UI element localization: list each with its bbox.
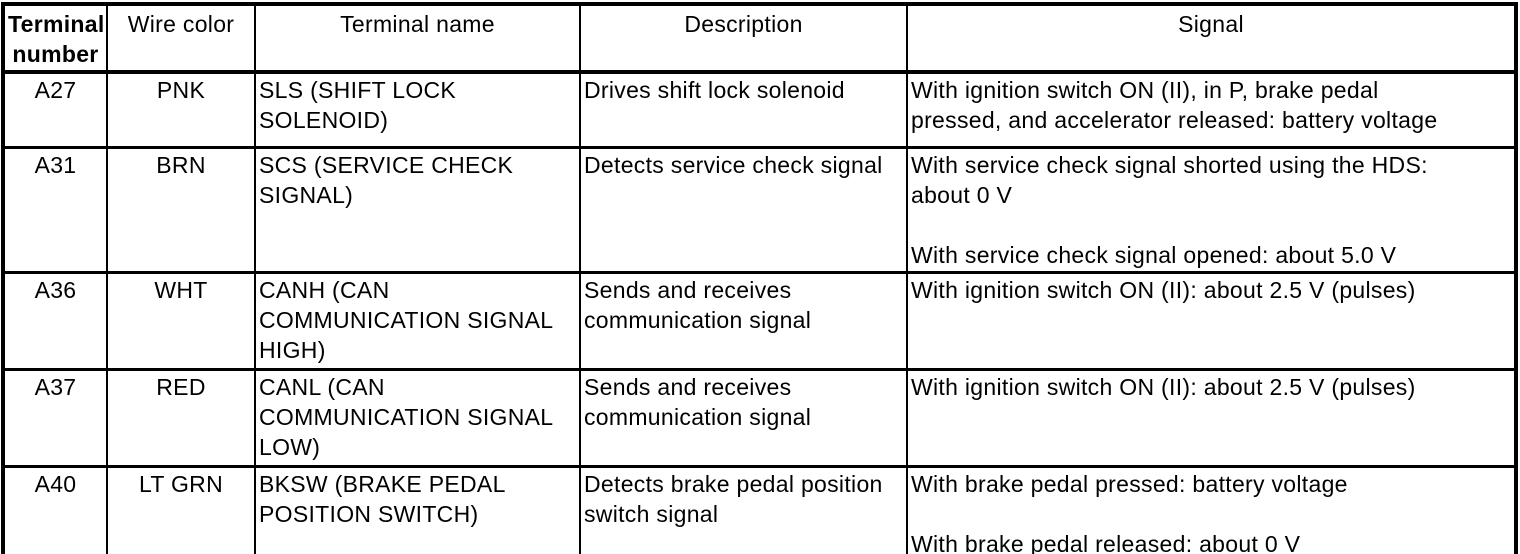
- terminal-name-cell: CANL (CAN COMMUNICATION SIGNAL LOW): [254, 367, 581, 467]
- table-row: A37 RED CANL (CAN COMMUNICATION SIGNAL L…: [2, 367, 1517, 467]
- terminal-number-cell: A37: [2, 367, 108, 467]
- column-header-description: Description: [579, 3, 908, 74]
- terminal-number-cell: A31: [2, 145, 108, 273]
- description-cell: Sends and receives communication signal: [579, 270, 908, 370]
- table-row: A27 PNK SLS (SHIFT LOCK SOLENOID) Drives…: [2, 70, 1517, 148]
- terminal-number-cell: A40: [2, 464, 108, 554]
- table-header: Terminal number Wire color Terminal name…: [2, 3, 1517, 74]
- table-body: A27 PNK SLS (SHIFT LOCK SOLENOID) Drives…: [2, 70, 1517, 554]
- signal-cell: With ignition switch ON (II): about 2.5 …: [906, 367, 1517, 467]
- table-row: A40 LT GRN BKSW (BRAKE PEDAL POSITION SW…: [2, 464, 1517, 554]
- description-cell: Detects brake pedal position switch sign…: [579, 464, 908, 554]
- wire-color-cell: WHT: [106, 270, 256, 370]
- wire-color-cell: PNK: [106, 70, 256, 148]
- signal-cell: With ignition switch ON (II): about 2.5 …: [906, 270, 1517, 370]
- terminal-name-cell: BKSW (BRAKE PEDAL POSITION SWITCH): [254, 464, 581, 554]
- terminal-name-cell: CANH (CAN COMMUNICATION SIGNAL HIGH): [254, 270, 581, 370]
- table-row: A31 BRN SCS (SERVICE CHECK SIGNAL) Detec…: [2, 145, 1517, 273]
- wire-color-cell: LT GRN: [106, 464, 256, 554]
- column-header-wire-color: Wire color: [106, 3, 256, 74]
- description-cell: Sends and receives communication signal: [579, 367, 908, 467]
- signal-cell: With service check signal shorted using …: [906, 145, 1517, 273]
- wire-color-cell: RED: [106, 367, 256, 467]
- header-row: Terminal number Wire color Terminal name…: [2, 3, 1517, 74]
- column-header-terminal-number: Terminal number: [2, 3, 108, 74]
- terminal-number-cell: A27: [2, 70, 108, 148]
- column-header-signal: Signal: [906, 3, 1517, 74]
- description-cell: Drives shift lock solenoid: [579, 70, 908, 148]
- wire-color-cell: BRN: [106, 145, 256, 273]
- terminal-number-cell: A36: [2, 270, 108, 370]
- description-cell: Detects service check signal: [579, 145, 908, 273]
- column-header-terminal-name: Terminal name: [254, 3, 581, 74]
- terminal-name-cell: SLS (SHIFT LOCK SOLENOID): [254, 70, 581, 148]
- table-row: A36 WHT CANH (CAN COMMUNICATION SIGNAL H…: [2, 270, 1517, 370]
- terminal-name-cell: SCS (SERVICE CHECK SIGNAL): [254, 145, 581, 273]
- signal-cell: With ignition switch ON (II), in P, brak…: [906, 70, 1517, 148]
- signal-cell: With brake pedal pressed: battery voltag…: [906, 464, 1517, 554]
